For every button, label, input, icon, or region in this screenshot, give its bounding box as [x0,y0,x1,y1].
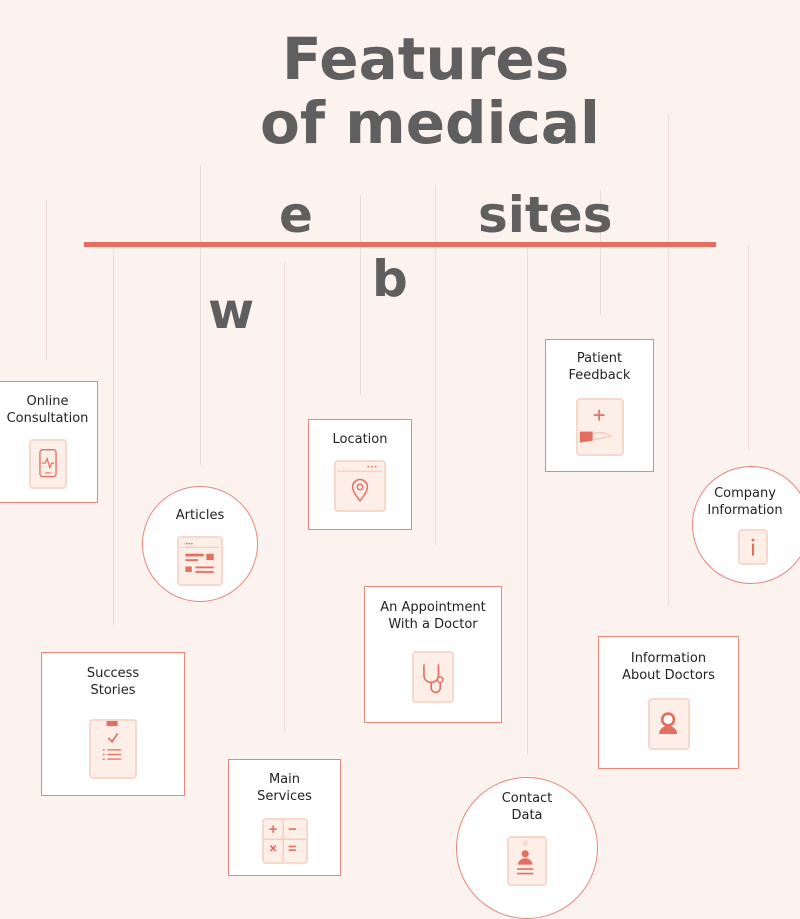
calculator-icon [261,818,308,864]
hanging-line [527,245,528,755]
feature-card-contact-data: Contact Data [456,777,598,919]
feature-card-information-doctors: Information About Doctors [598,636,739,769]
feature-label: An Appointment With a Doctor [380,600,486,632]
feature-label: Company Information [707,486,783,518]
feature-label: Patient Feedback [568,351,631,383]
feature-card-patient-feedback: Patient Feedback [545,339,654,472]
hanging-line [435,185,436,545]
hanging-line [360,195,361,395]
title-underline [84,242,716,247]
doctor-icon [647,698,690,750]
feature-label: Main Services [257,772,312,804]
feature-label: Success Stories [86,666,140,698]
hanging-line [600,190,601,315]
feature-card-location: Location [308,419,412,530]
hanging-line [113,245,114,625]
hanging-line [668,115,669,605]
feature-label: Contact Data [501,791,553,823]
feature-card-appointment: An Appointment With a Doctor [364,586,502,723]
article-icon [177,536,223,586]
title-letter-b: b [372,250,408,308]
feature-label: Location [332,432,388,447]
hanging-line [200,165,201,465]
feature-label: Information About Doctors [622,651,715,683]
title-letter-e: e [279,186,313,244]
feature-card-main-services: Main Services [228,759,341,876]
map-pin-icon [334,460,386,512]
phone-heartbeat-icon [28,439,67,489]
title-word-sites: sites [478,186,613,244]
stethoscope-icon [412,651,454,703]
feature-card-articles: Articles [142,486,258,602]
feature-label: Online Consultation [6,394,89,426]
info-icon [738,529,768,565]
contact-card-icon [507,836,547,886]
title-line-2: of medical [260,89,600,157]
feature-label: Articles [175,508,225,523]
title-line-1: Features [282,25,570,93]
title-letter-w: w [208,282,255,340]
hanging-line [748,245,749,450]
hanging-line [46,200,47,360]
clipboard-check-icon [89,719,137,779]
hanging-line [284,262,285,732]
hand-plus-icon [575,398,624,456]
feature-card-company-information: Company Information [692,466,800,584]
feature-card-online-consultation: Online Consultation [0,381,98,503]
feature-card-success-stories: Success Stories [41,652,185,796]
